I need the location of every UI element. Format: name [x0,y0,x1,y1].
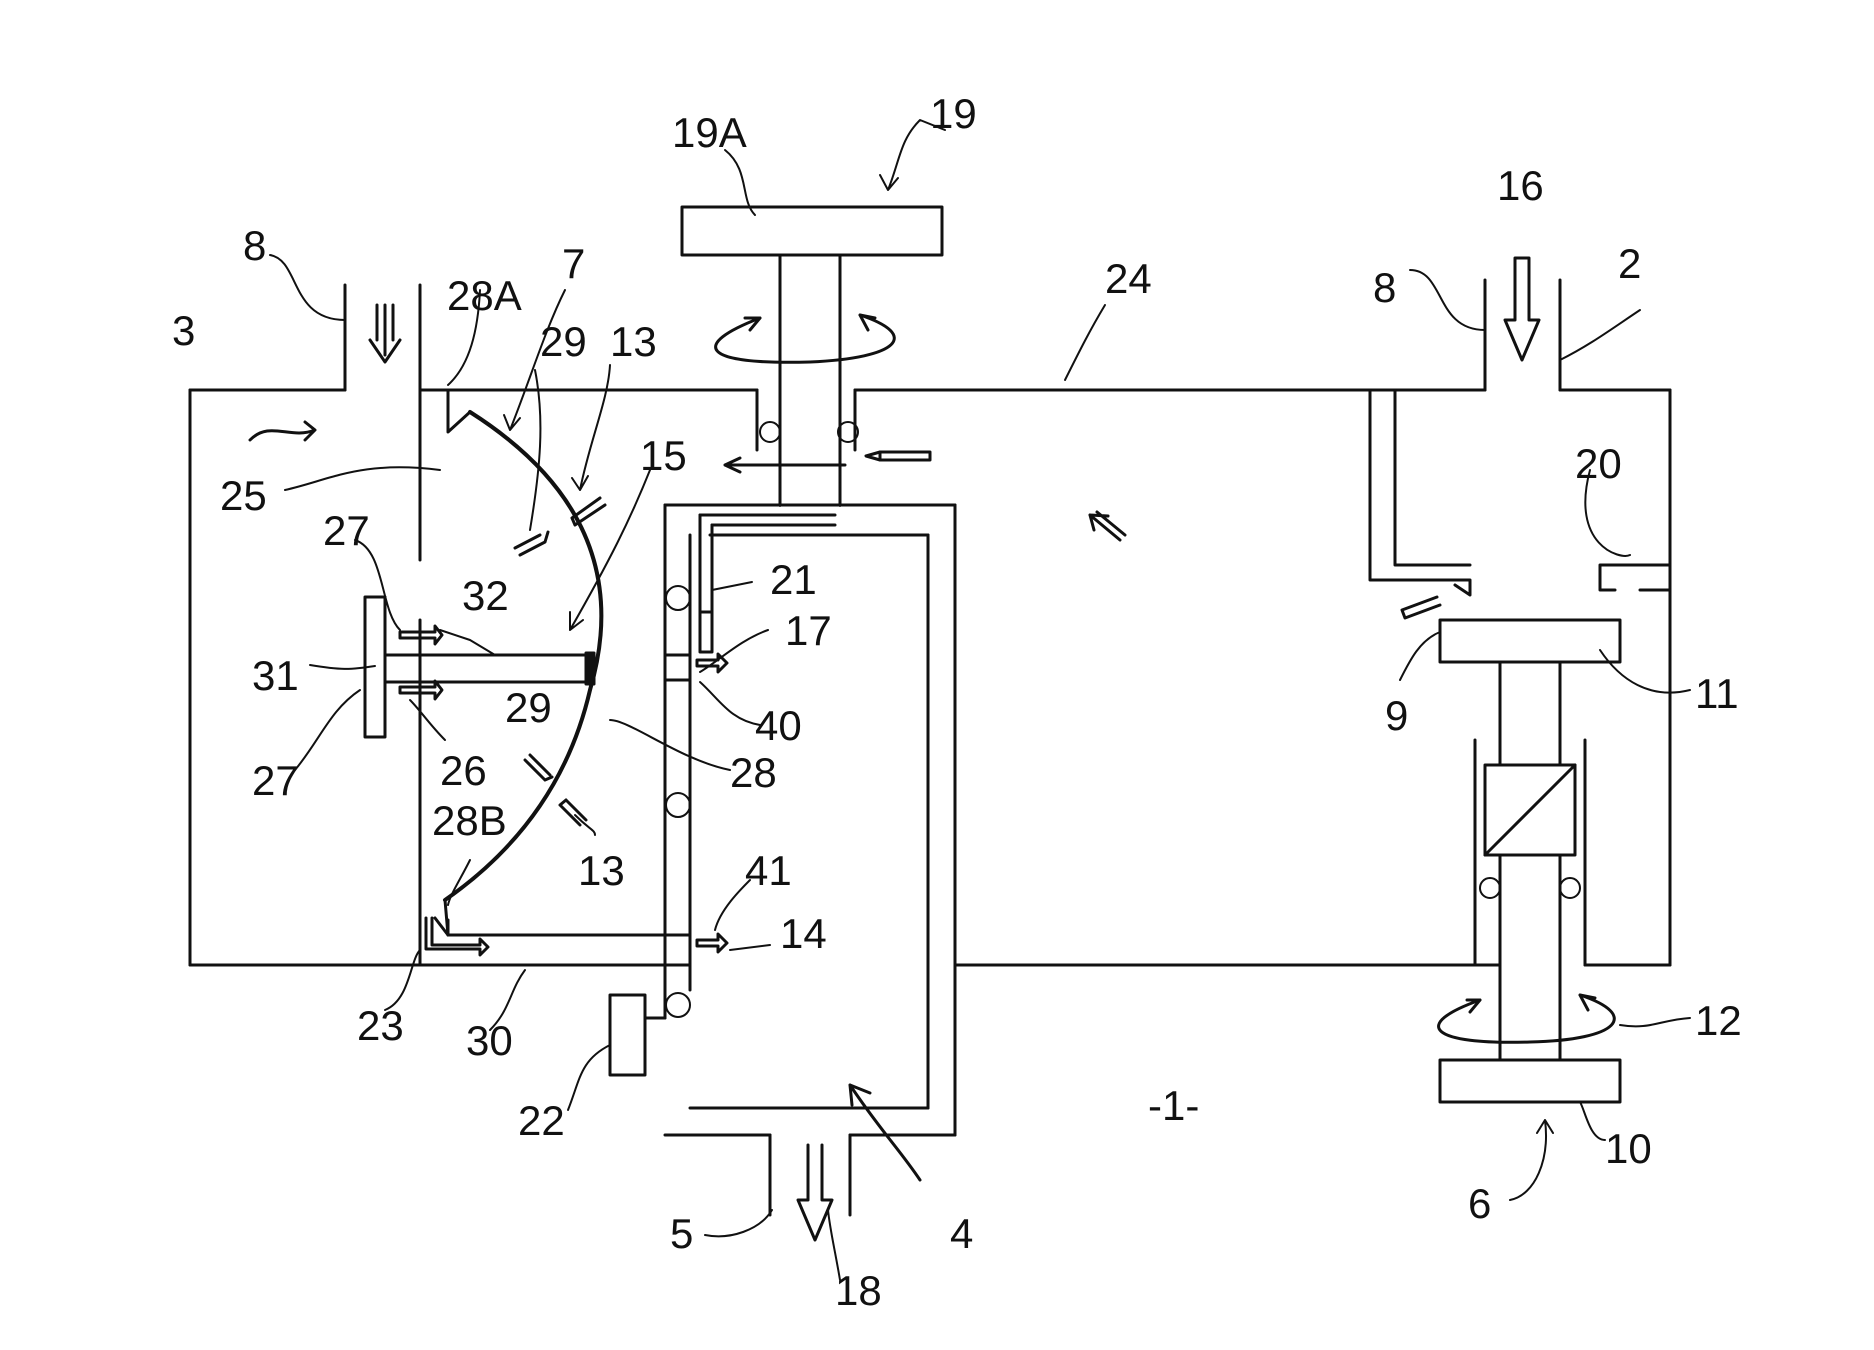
numeral-8-right: 8 [1373,264,1396,311]
main-housing [190,390,1670,965]
numeral-17: 17 [785,607,832,654]
numeral-10: 10 [1605,1125,1652,1172]
numeral-4: 4 [950,1210,973,1257]
numeral-5: 5 [670,1210,693,1257]
numeral-25: 25 [220,472,267,519]
numeral-28B: 28B [432,797,507,844]
numeral-11: 11 [1695,670,1739,717]
right-inlet-pipe [1485,258,1560,390]
numeral-3: 3 [172,307,195,354]
numeral-28: 28 [730,749,777,796]
figure-label: -1- [1148,1082,1199,1129]
reference-numerals: 19A 19 8 28A 7 29 13 3 24 16 8 2 15 25 2… [172,90,1742,1314]
numeral-24: 24 [1105,255,1152,302]
numeral-15: 15 [640,432,687,479]
numeral-32: 32 [462,572,509,619]
numeral-8-left: 8 [243,222,266,269]
numeral-16: 16 [1497,162,1544,209]
numeral-19: 19 [930,90,977,137]
numeral-21: 21 [770,556,817,603]
numeral-29-mid: 29 [505,684,552,731]
numeral-30: 30 [466,1017,513,1064]
numeral-2: 2 [1618,240,1641,287]
numeral-31: 31 [252,652,299,699]
numeral-29-top: 29 [540,318,587,365]
numeral-41: 41 [745,847,792,894]
numeral-40: 40 [755,702,802,749]
numeral-13-top: 13 [610,318,657,365]
numeral-20: 20 [1575,440,1622,487]
numeral-14: 14 [780,910,827,957]
numeral-22: 22 [518,1097,565,1144]
numeral-9: 9 [1385,692,1408,739]
right-valve-assembly [1370,390,1670,1102]
numeral-13-bottom: 13 [578,847,625,894]
numeral-28A: 28A [447,272,522,319]
numeral-7: 7 [562,240,585,287]
numeral-6: 6 [1468,1180,1491,1227]
numeral-27-top: 27 [323,507,370,554]
numeral-18: 18 [835,1267,882,1314]
numeral-12: 12 [1695,997,1742,1044]
numeral-23: 23 [357,1002,404,1049]
numeral-27-bottom: 27 [252,757,299,804]
numeral-26: 26 [440,747,487,794]
numeral-19A: 19A [672,109,747,156]
